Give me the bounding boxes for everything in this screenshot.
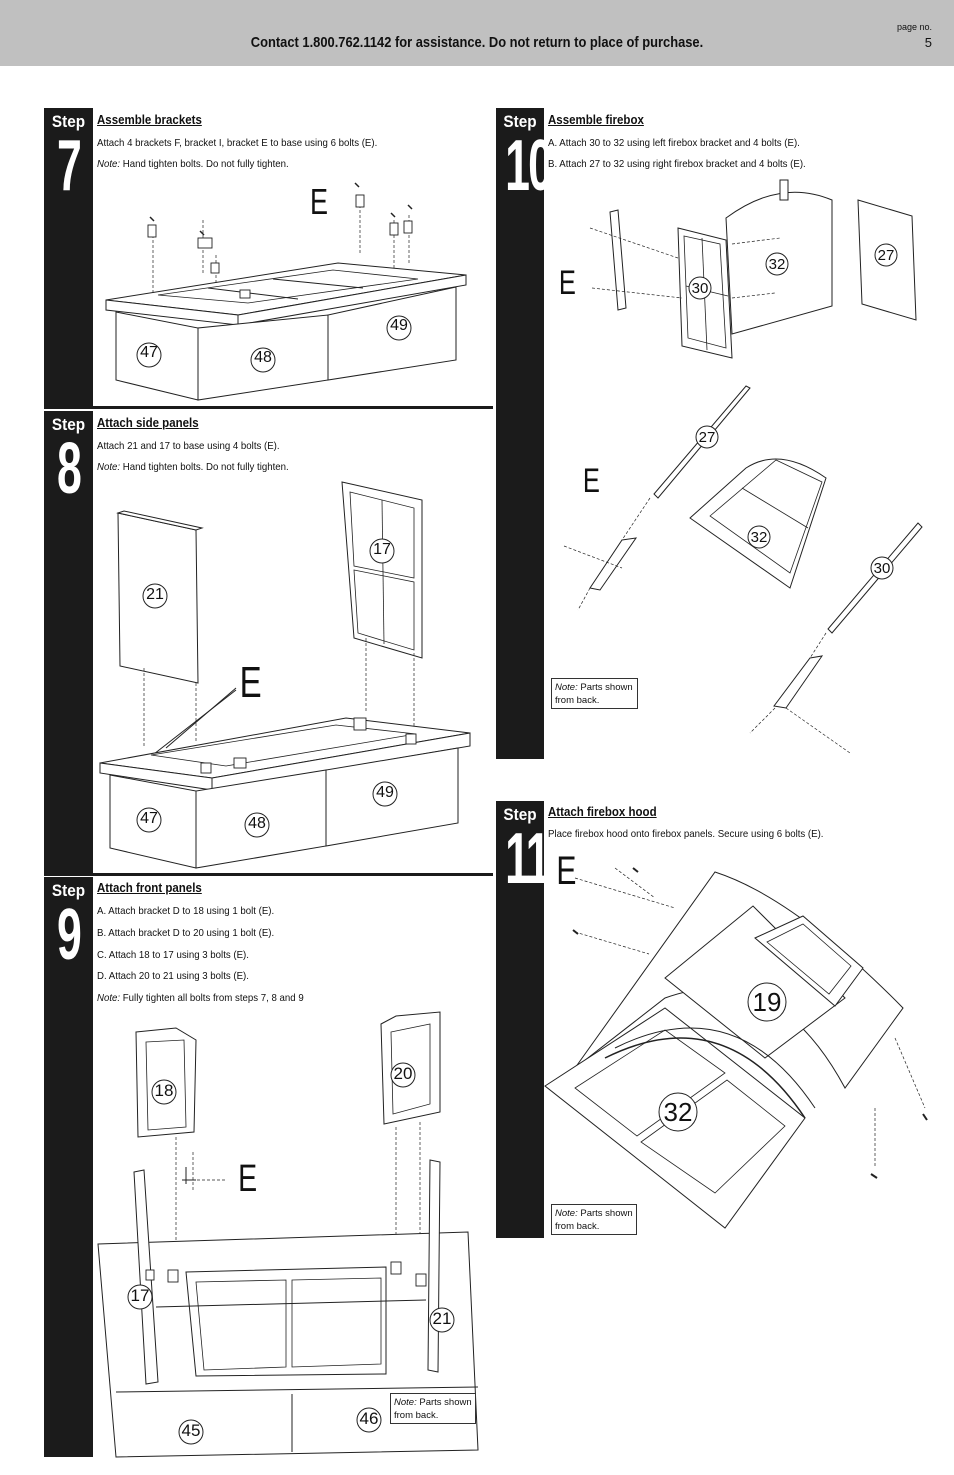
step-8-callout-circles [136, 538, 398, 838]
step-9-callout-46: 46 [359, 1409, 379, 1428]
step-8-divider [44, 873, 493, 876]
step-7-note: Note: Hand tighten bolts. Do not fully t… [97, 158, 289, 170]
step-10-note-box: Note: Parts shown from back. [551, 678, 638, 709]
step-9-callout-45: 45 [181, 1421, 201, 1440]
step-10-callout-circles [688, 243, 898, 580]
step-11-number: 11 [505, 819, 550, 899]
step-7-note-label: Note: [97, 158, 121, 170]
step-9-line-4: D. Attach 20 to 21 using 3 bolts (E). [97, 970, 249, 982]
step-9-note-box: Note: Parts shown from back. [390, 1393, 476, 1424]
step-9-callout-20: 20 [393, 1064, 413, 1083]
step-11-bar: Step 11 [496, 801, 550, 1238]
step-11-callout-e: E [556, 849, 577, 893]
step-9-line-3: C. Attach 18 to 17 using 3 bolts (E). [97, 949, 249, 961]
step-9-number: 9 [57, 895, 82, 975]
step-10-callout-30: 30 [691, 280, 709, 297]
step-8-title: Attach side panels [97, 416, 199, 430]
step-7-callout-48: 48 [254, 349, 272, 366]
step-10-bar: Step 10 [496, 108, 553, 759]
step-9-box-note-label: Note: [394, 1397, 417, 1408]
step-8-line-1: Attach 21 and 17 to base using 4 bolts (… [97, 440, 280, 452]
step-11-box-note-text: Parts shown from back. [555, 1208, 633, 1232]
step-9-callout-circles [127, 1062, 455, 1445]
step-11-line-1: Place firebox hood onto firebox panels. … [548, 828, 824, 840]
step-9-illustration [97, 1011, 479, 1458]
step-10-callout-e: E [558, 264, 576, 302]
page-number: 5 [924, 35, 932, 50]
step-10-box-note-text: Parts shown from back. [555, 682, 633, 706]
step-7-callout-49: 49 [390, 317, 408, 334]
step-7-title: Assemble brackets [97, 113, 202, 127]
page-header: Contact 1.800.762.1142 for assistance. D… [0, 0, 954, 66]
step-10-callout-27-b: 27 [698, 429, 716, 446]
step-7-bar: Step 7 [44, 108, 93, 406]
step-10-box-note-label: Note: [555, 682, 578, 693]
step-11-callout-19: 19 [752, 987, 782, 1017]
step-11-bottom [496, 1235, 544, 1238]
step-8-word: Step [51, 415, 86, 434]
step-9-note: Note: Fully tighten all bolts from steps… [97, 992, 304, 1004]
step-10-title: Assemble firebox [548, 113, 644, 127]
step-7-word: Step [51, 112, 86, 131]
step-7-note-text: Hand tighten bolts. Do not fully tighten… [120, 158, 289, 170]
step-8-number: 8 [57, 429, 82, 509]
step-9-word: Step [51, 881, 86, 900]
step-8-note: Note: Hand tighten bolts. Do not fully t… [97, 461, 289, 473]
step-10-callout-32-b: 32 [750, 529, 768, 546]
step-10-bottom [496, 756, 544, 759]
step-10-callout-32: 32 [768, 256, 786, 273]
step-8-callout-47: 47 [140, 810, 158, 827]
step-9-title: Attach front panels [97, 881, 202, 895]
step-7-callout-47: 47 [140, 344, 158, 361]
step-9-note-text: Fully tighten all bolts from steps 7, 8 … [120, 992, 304, 1004]
step-7-callout-e: E [310, 181, 329, 222]
step-8-callout-49: 49 [376, 784, 394, 801]
step-10-line-2: B. Attach 27 to 32 using right firebox b… [548, 158, 806, 170]
step-8-note-text: Hand tighten bolts. Do not fully tighten… [120, 461, 289, 473]
step-7-divider [44, 406, 493, 409]
step-8-bar: Step 8 [44, 411, 93, 874]
step-8-callout-e: E [239, 658, 262, 707]
step-11-callout-circles [658, 982, 787, 1132]
step-10-number: 10 [505, 126, 553, 206]
step-11-callout-32: 32 [663, 1097, 693, 1127]
step-9-callout-18: 18 [154, 1081, 174, 1100]
step-10-word: Step [503, 112, 537, 131]
step-11-note-box: Note: Parts shown from back. [551, 1204, 637, 1235]
step-9-callout-e: E [238, 1158, 258, 1200]
step-10-callout-27: 27 [877, 247, 895, 264]
step-8-callout-48: 48 [248, 815, 266, 832]
step-9-note-label: Note: [97, 992, 121, 1004]
step-11-title: Attach firebox hood [548, 805, 657, 819]
step-10-callout-30-b: 30 [873, 560, 891, 577]
step-9-line-2: B. Attach bracket D to 20 using 1 bolt (… [97, 927, 275, 939]
contact-line: Contact 1.800.762.1142 for assistance. D… [250, 34, 704, 51]
step-10-callout-e-2: E [582, 462, 600, 500]
step-7-number: 7 [57, 126, 82, 206]
step-8-callout-17: 17 [373, 541, 391, 558]
step-11-word: Step [503, 805, 537, 824]
step-9-line-1: A. Attach bracket D to 18 using 1 bolt (… [97, 905, 275, 917]
step-10-line-1: A. Attach 30 to 32 using left firebox br… [548, 137, 800, 149]
step-9-box-note-text: Parts shown from back. [394, 1397, 472, 1421]
step-9-callout-21: 21 [432, 1309, 452, 1328]
step-7-callout-circles [136, 315, 412, 373]
step-9-callout-17: 17 [130, 1286, 150, 1305]
step-7-line-1: Attach 4 brackets F, bracket I, bracket … [97, 137, 378, 149]
page-number-label: page no. [896, 22, 932, 32]
step-8-note-label: Note: [97, 461, 121, 473]
step-11-box-note-label: Note: [555, 1208, 578, 1219]
step-8-callout-21: 21 [146, 586, 164, 603]
step-9-bar: Step 9 [44, 877, 93, 1457]
